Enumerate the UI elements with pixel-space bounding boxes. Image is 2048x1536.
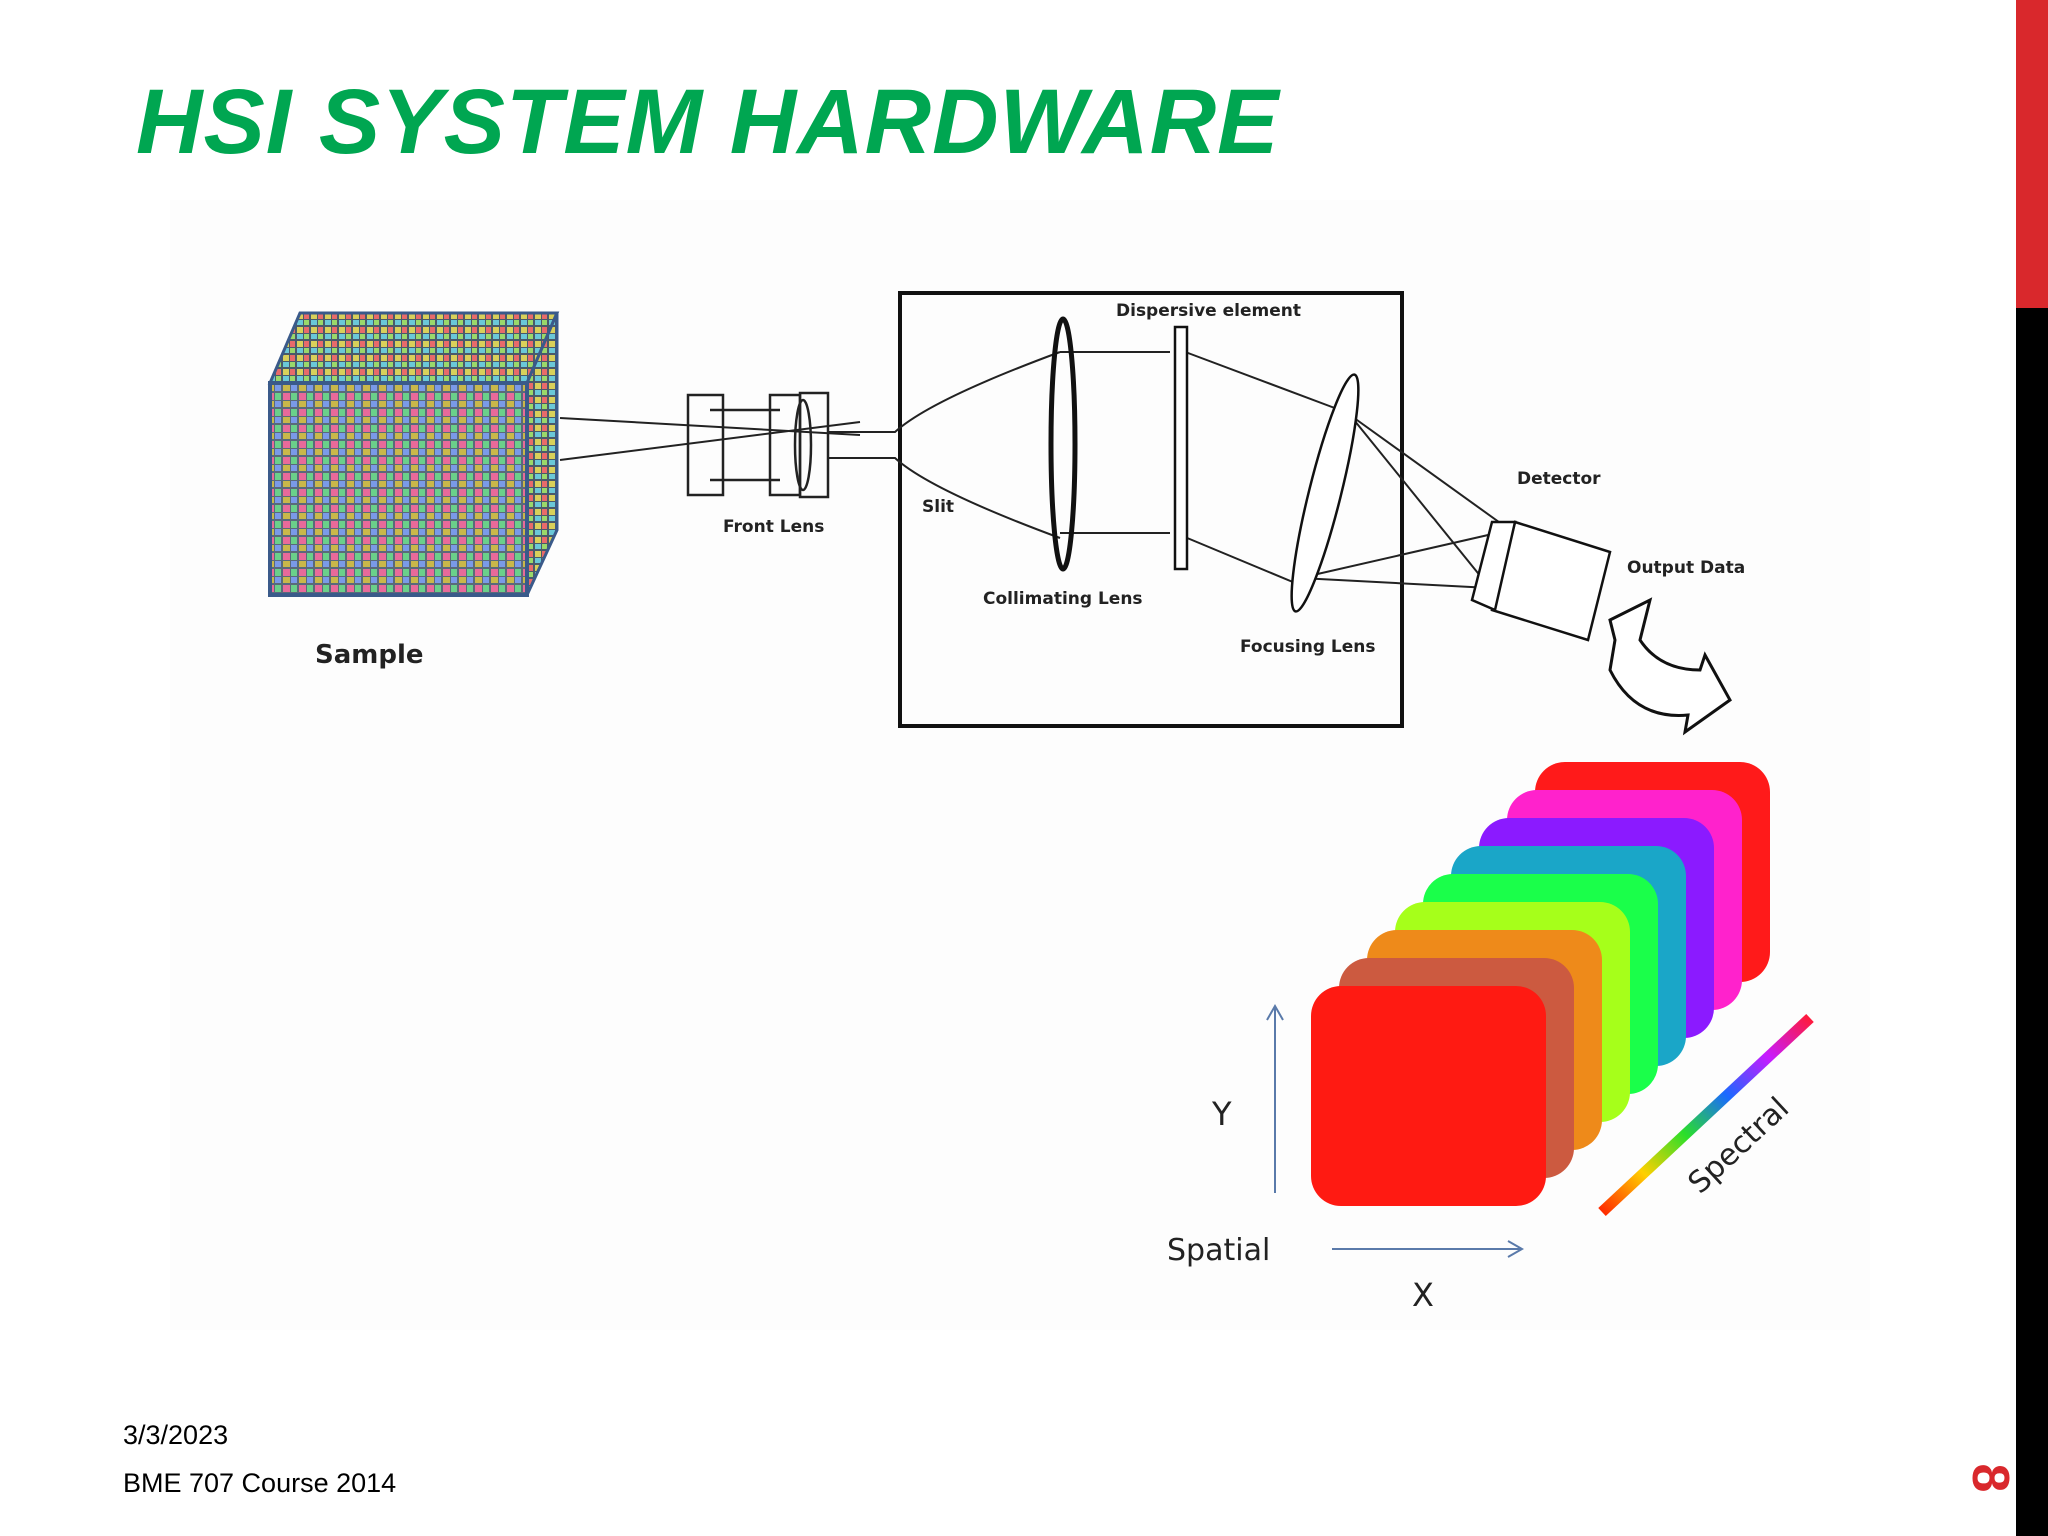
accent-bar-black <box>2016 308 2048 1536</box>
front-lens-label: Front Lens <box>723 517 824 537</box>
focusing-lens-label: Focusing Lens <box>1240 637 1376 657</box>
spectral-gradient-bar <box>1598 1013 1814 1217</box>
output-data-label: Output Data <box>1627 558 1745 578</box>
footer-date: 3/3/2023 <box>123 1420 229 1450</box>
cube-front-face <box>268 381 529 597</box>
x-axis-label: X <box>1412 1276 1434 1314</box>
spatial-label: Spatial <box>1167 1233 1270 1268</box>
front-lens <box>686 391 830 499</box>
sample-label: Sample <box>315 640 424 670</box>
spectrograph-box <box>898 291 1404 728</box>
y-axis-arrow <box>1266 1003 1284 1193</box>
x-axis-arrow <box>1332 1240 1525 1258</box>
detector <box>1470 520 1612 642</box>
hsi-diagram-svg: Sample Front Lens Slit <box>267 291 1814 1314</box>
dispersive-element <box>1173 325 1189 571</box>
collimating-lens-label: Collimating Lens <box>983 589 1143 609</box>
slide-title: HSI SYSTEM HARDWARE <box>136 71 1280 173</box>
sample-cube <box>267 311 560 597</box>
collimating-lens <box>1048 316 1078 572</box>
y-axis-label: Y <box>1211 1095 1232 1133</box>
input-rays <box>559 417 861 461</box>
hsi-hardware-figure: Sample Front Lens Slit <box>170 200 1870 1330</box>
slit-label: Slit <box>922 497 954 517</box>
spectral-label: Spectral <box>1682 1091 1796 1201</box>
footer-course: BME 707 Course 2014 <box>123 1468 397 1498</box>
band-9 <box>1311 986 1546 1206</box>
spectrograph-rays <box>828 349 1511 589</box>
detector-label: Detector <box>1517 469 1601 489</box>
focusing-lens <box>1290 373 1360 613</box>
hypercube-bands <box>1311 762 1770 1206</box>
accent-bar-red <box>2016 0 2048 308</box>
page-number: 8 <box>1961 1463 2019 1493</box>
dispersive-element-label: Dispersive element <box>1116 301 1301 321</box>
output-arrow <box>1608 597 1732 736</box>
cube-top-face <box>267 311 560 385</box>
